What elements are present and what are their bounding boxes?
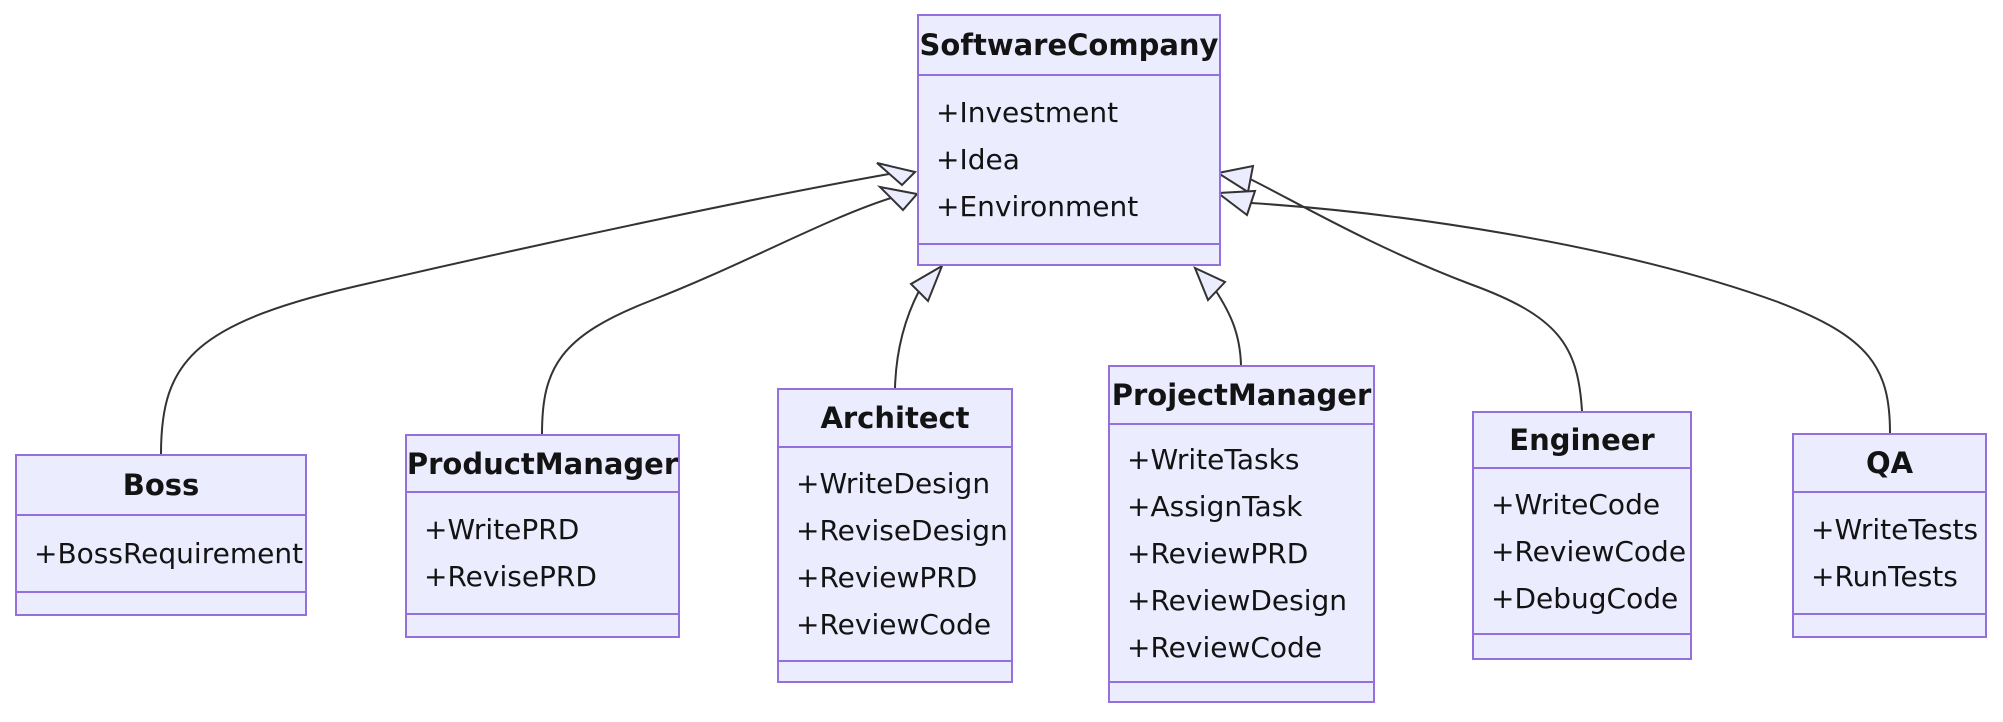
inheritance-arrow-icon xyxy=(876,162,917,187)
class-member: +ReviewCode xyxy=(1491,534,1687,568)
class-title: SoftwareCompany xyxy=(919,16,1219,76)
inheritance-arrow-icon xyxy=(1215,189,1257,217)
class-title: ProjectManager xyxy=(1110,367,1373,425)
class-members: +WritePRD +RevisePRD xyxy=(407,493,678,613)
class-member: +DebugCode xyxy=(1491,581,1679,615)
class-members: +WriteCode +ReviewCode +DebugCode xyxy=(1474,469,1690,633)
edge-engineer-to-softwarecompany xyxy=(1215,164,1583,412)
class-title: Engineer xyxy=(1474,413,1690,469)
class-members: +WriteTests +RunTests xyxy=(1794,493,1985,613)
edge-line xyxy=(1249,178,1583,412)
class-methods-empty xyxy=(1110,681,1373,701)
class-member: +Investment xyxy=(936,96,1119,129)
inheritance-arrow-icon xyxy=(909,263,945,303)
class-qa: QA +WriteTests +RunTests xyxy=(1792,433,1987,638)
class-member: +Environment xyxy=(936,190,1139,223)
class-engineer: Engineer +WriteCode +ReviewCode +DebugCo… xyxy=(1472,411,1692,660)
edge-architect-to-softwarecompany xyxy=(894,263,945,389)
class-boss: Boss +BossRequirement xyxy=(15,454,307,616)
edge-line xyxy=(1215,290,1242,366)
class-member: +WriteTests xyxy=(1811,513,1979,546)
edge-projectmanager-to-softwarecompany xyxy=(1193,266,1242,366)
inheritance-arrow-icon xyxy=(877,185,919,212)
class-softwarecompany: SoftwareCompany +Investment +Idea +Envir… xyxy=(917,14,1221,266)
edge-line xyxy=(894,290,920,389)
class-member: +ReviseDesign xyxy=(796,514,1008,547)
class-methods-empty xyxy=(407,613,678,636)
class-member: +RevisePRD xyxy=(424,560,597,593)
edge-qa-to-softwarecompany xyxy=(1215,189,1891,434)
inheritance-arrow-icon xyxy=(1215,164,1255,194)
class-methods-empty xyxy=(1474,633,1690,658)
class-title: ProductManager xyxy=(407,436,678,493)
edge-productmanager-to-softwarecompany xyxy=(541,185,919,435)
class-member: +ReviewPRD xyxy=(1127,536,1309,570)
class-member: +WriteCode xyxy=(1491,487,1661,521)
class-architect: Architect +WriteDesign +ReviseDesign +Re… xyxy=(777,388,1013,683)
class-title: QA xyxy=(1794,435,1985,493)
class-member: +Idea xyxy=(936,143,1020,176)
edge-line xyxy=(1250,202,1891,434)
class-productmanager: ProductManager +WritePRD +RevisePRD xyxy=(405,434,680,638)
class-title: Architect xyxy=(779,390,1011,448)
class-methods-empty xyxy=(919,243,1219,264)
class-member: +WritePRD xyxy=(424,513,580,546)
class-member: +BossRequirement xyxy=(34,537,304,570)
class-member: +ReviewCode xyxy=(1127,630,1323,664)
class-methods-empty xyxy=(17,591,305,614)
class-member: +RunTests xyxy=(1811,560,1958,593)
class-projectmanager: ProjectManager +WriteTasks +AssignTask +… xyxy=(1108,365,1375,703)
inheritance-arrow-icon xyxy=(1193,266,1227,302)
edge-line xyxy=(541,197,892,435)
class-members: +BossRequirement xyxy=(17,516,305,591)
class-methods-empty xyxy=(779,660,1011,681)
class-member: +ReviewPRD xyxy=(796,561,978,594)
edge-boss-to-softwarecompany xyxy=(160,162,917,455)
class-member: +ReviewCode xyxy=(796,608,992,641)
class-member: +AssignTask xyxy=(1127,489,1303,523)
class-member: +ReviewDesign xyxy=(1127,583,1348,617)
class-member: +WriteTasks xyxy=(1127,442,1300,476)
class-methods-empty xyxy=(1794,613,1985,636)
class-members: +WriteTasks +AssignTask +ReviewPRD +Revi… xyxy=(1110,425,1373,681)
class-title: Boss xyxy=(17,456,305,516)
edge-line xyxy=(160,173,890,455)
class-members: +Investment +Idea +Environment xyxy=(919,76,1219,243)
class-member: +WriteDesign xyxy=(796,467,991,500)
class-members: +WriteDesign +ReviseDesign +ReviewPRD +R… xyxy=(779,448,1011,660)
